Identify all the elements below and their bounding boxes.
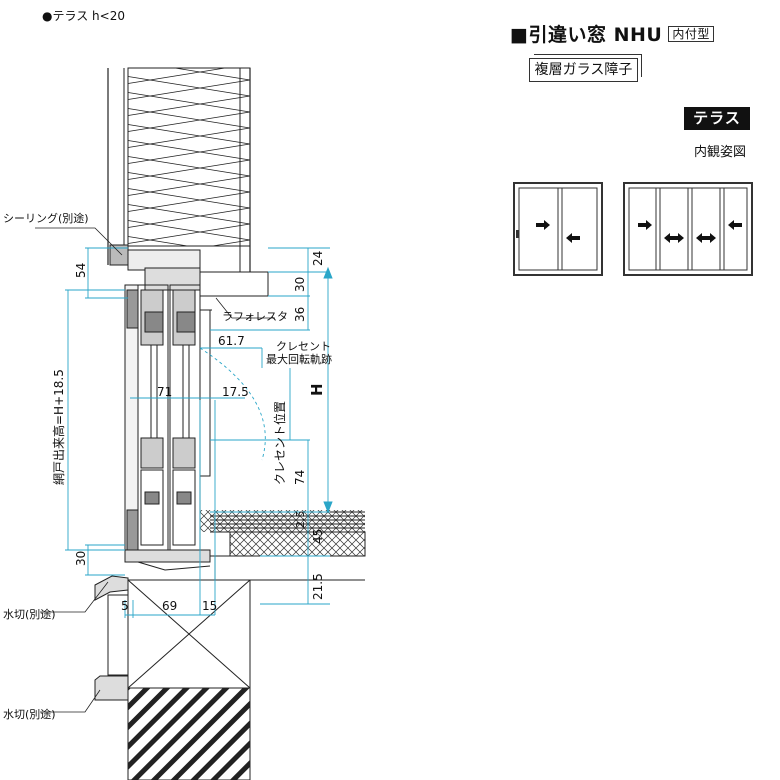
dim-17-5: 17.5 <box>222 385 249 399</box>
terrace-badge: テラス <box>684 107 750 130</box>
type-tag: 内付型 <box>668 26 714 42</box>
dim-15: 15 <box>202 599 217 613</box>
arrow-left-icon <box>566 233 580 243</box>
view-label: 内観姿図 <box>694 145 747 160</box>
label-crescent-b: 最大回転軌跡 <box>266 352 332 366</box>
lower-wall <box>94 575 251 780</box>
label-H: H <box>308 383 326 396</box>
dim-74: 74 <box>293 470 307 485</box>
leader-lines <box>35 227 275 713</box>
elevation-two-pane <box>513 182 603 276</box>
dimension-lines <box>65 247 333 618</box>
condition-note: ●テラス h<20 <box>42 9 125 23</box>
dim-45: 45 <box>311 529 325 544</box>
label-screen-height: 網戸出来高=H+18.5 <box>51 369 66 485</box>
drawing-labels: シーリング(別途) ラフォレスタ クレセント 最大回転軌跡 クレセント位置 網戸… <box>3 211 332 721</box>
upper-wall <box>107 67 251 273</box>
arrow-left-icon <box>728 220 742 230</box>
sash-frames <box>124 284 211 551</box>
sill-frame <box>124 510 366 581</box>
label-crescent-pos: クレセント位置 <box>272 401 287 485</box>
label-mizukiri-1: 水切(別途) <box>3 607 56 621</box>
dim-71: 71 <box>157 385 172 399</box>
page-title: ■引違い窓 NHU 内付型 <box>510 20 714 47</box>
title-text: ■引違い窓 NHU <box>510 24 663 46</box>
glass-tag: 複層ガラス障子 <box>529 54 642 82</box>
arrow-right-icon <box>638 220 652 230</box>
label-crescent-a: クレセント <box>276 340 331 353</box>
dim-36: 36 <box>293 307 307 322</box>
label-sealing: シーリング(別途) <box>3 211 89 225</box>
dim-61-7: 61.7 <box>218 334 245 348</box>
dim-54: 54 <box>74 263 88 278</box>
label-mizukiri-2: 水切(別途) <box>3 707 56 721</box>
double-arrow-icon <box>664 233 684 243</box>
dim-30a: 30 <box>293 277 307 292</box>
double-arrow-icon <box>696 233 716 243</box>
dim-30b: 30 <box>74 551 88 566</box>
arrow-right-icon <box>536 220 550 230</box>
dim-5: 5 <box>121 599 129 613</box>
dimension-values: 54 24 30 36 61.7 71 17.5 74 2.5 45 30 21… <box>74 251 325 613</box>
dim-24: 24 <box>311 251 325 266</box>
dim-69: 69 <box>162 599 177 613</box>
label-laforesta: ラフォレスタ <box>222 310 288 323</box>
elevation-four-pane <box>623 182 753 276</box>
dim-21-5: 21.5 <box>311 573 325 600</box>
dim-2-5: 2.5 <box>294 511 307 529</box>
